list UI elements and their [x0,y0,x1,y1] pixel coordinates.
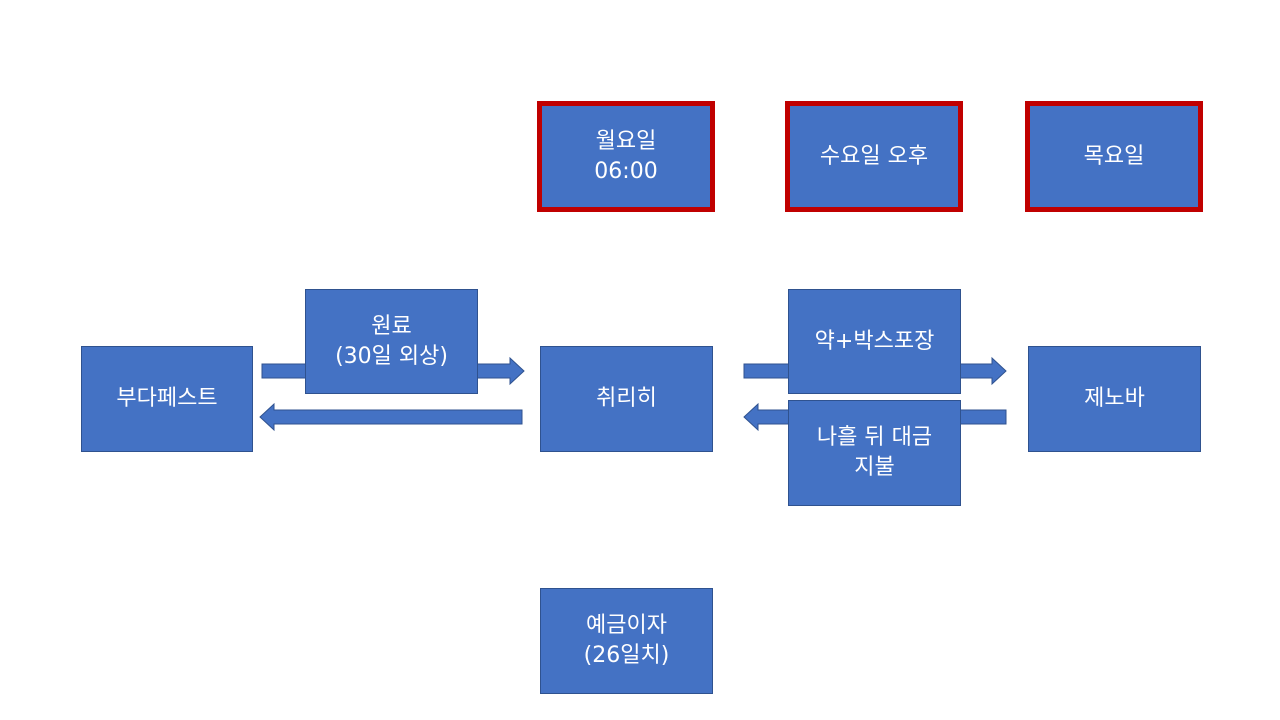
payment-label-line2: 지불 [854,455,895,480]
packaging-label: 약+박스포장 [814,328,935,354]
interest-label: 예금이자 [586,613,667,638]
interest-node: 예금이자 (26일치) [540,588,713,694]
payment-label-box: 나흘 뒤 대금 지불 [788,400,961,506]
budapest-label: 부다페스트 [116,386,218,411]
raw-material-label-box: 원료 (30일 외상) [305,289,478,394]
zurich-node: 취리히 [540,346,713,452]
thursday-label: 목요일 [1083,143,1145,169]
budapest-node: 부다페스트 [81,346,253,452]
wednesday-label: 수요일 오후 [819,143,929,169]
wednesday-box: 수요일 오후 [785,101,963,212]
zurich-label: 취리히 [596,386,657,411]
payment-label: 나흘 뒤 대금 [816,425,933,450]
interest-days: (26일치) [583,643,670,668]
raw-material-label: 원료 [371,313,412,339]
genoa-node: 제노바 [1028,346,1201,452]
monday-box: 월요일 06:00 [537,101,715,212]
packaging-label-box: 약+박스포장 [788,289,961,394]
monday-time: 06:00 [594,158,658,184]
monday-label: 월요일 [595,128,657,154]
thursday-box: 목요일 [1025,101,1203,212]
genoa-label: 제노바 [1084,386,1145,411]
arrow-zurich-to-budapest [259,402,523,432]
raw-material-terms: (30일 외상) [335,343,448,369]
